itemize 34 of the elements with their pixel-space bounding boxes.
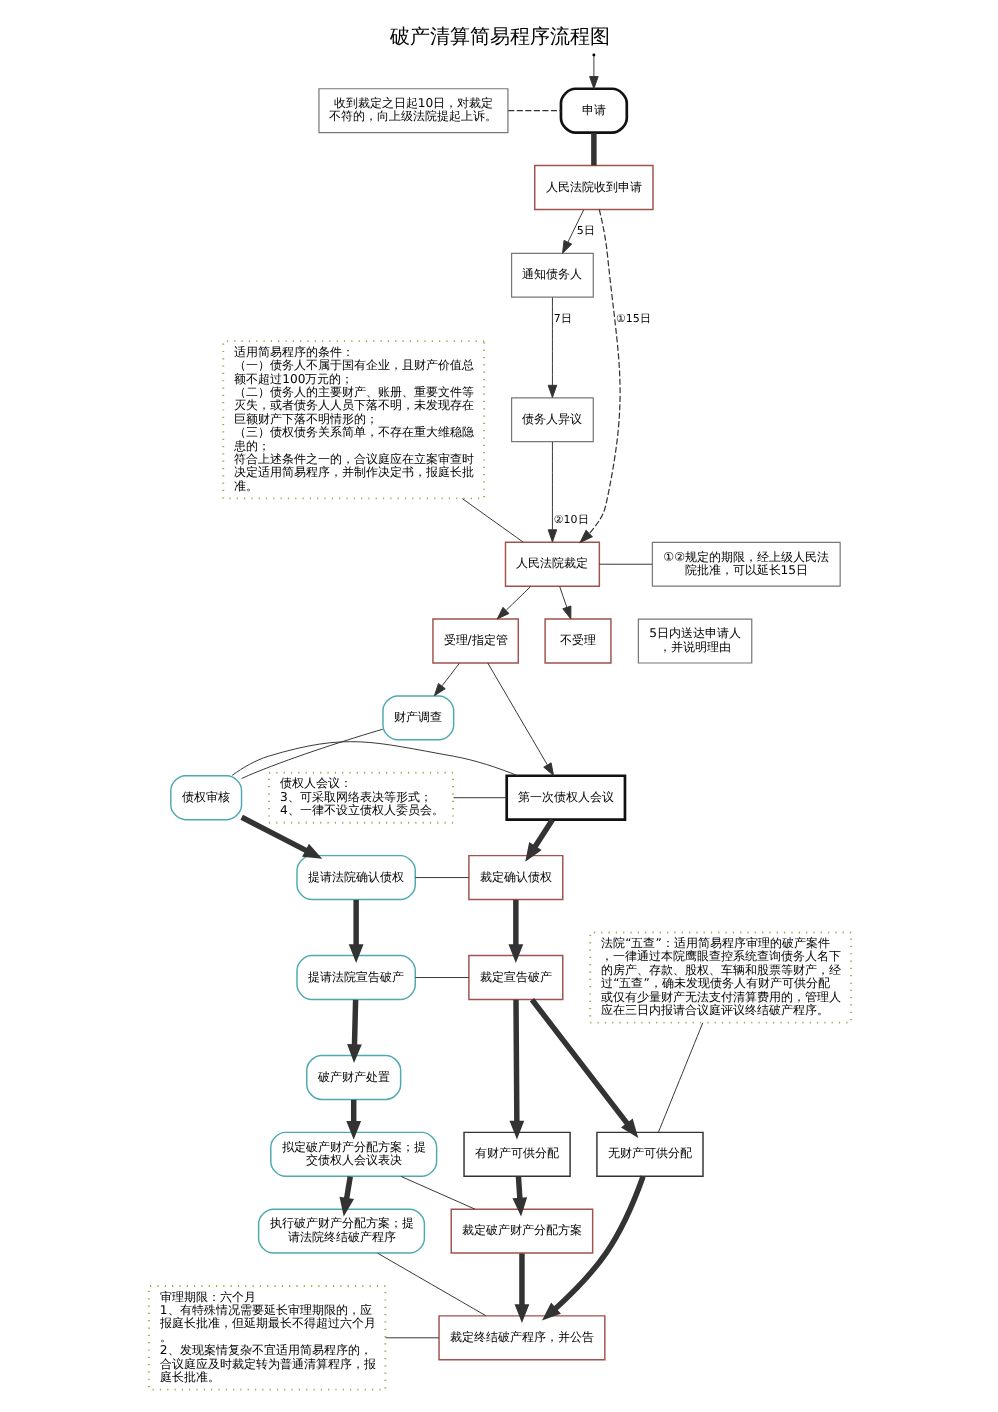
connector <box>590 133 596 166</box>
arrow <box>507 899 523 963</box>
arrow <box>561 209 584 254</box>
connector <box>460 498 523 543</box>
arrow <box>432 662 459 697</box>
arrow <box>345 1099 361 1140</box>
connector <box>384 1337 439 1339</box>
arrow <box>495 586 531 620</box>
arrow <box>546 441 557 543</box>
connector <box>399 1175 475 1210</box>
arrow <box>508 999 524 1140</box>
arrow <box>558 586 571 620</box>
arrow <box>346 999 361 1063</box>
connector <box>240 728 383 779</box>
arrow <box>347 899 363 963</box>
arrow <box>513 1253 529 1323</box>
arrow <box>486 662 554 776</box>
connector <box>656 1022 703 1133</box>
arrow <box>239 814 322 859</box>
arrow <box>541 1175 645 1321</box>
arrow <box>338 1176 354 1217</box>
arrow <box>578 208 620 544</box>
arrow <box>524 818 554 862</box>
diagram-title: 破产清算简易程序流程图 <box>389 26 609 49</box>
connector <box>597 563 652 565</box>
arrow <box>546 297 557 398</box>
connector <box>413 977 469 979</box>
arrow <box>528 998 638 1138</box>
connector <box>376 1252 486 1317</box>
connector <box>413 877 469 879</box>
arrow <box>511 1176 527 1217</box>
connector <box>506 110 561 112</box>
connector <box>451 797 507 799</box>
connector <box>230 741 518 777</box>
